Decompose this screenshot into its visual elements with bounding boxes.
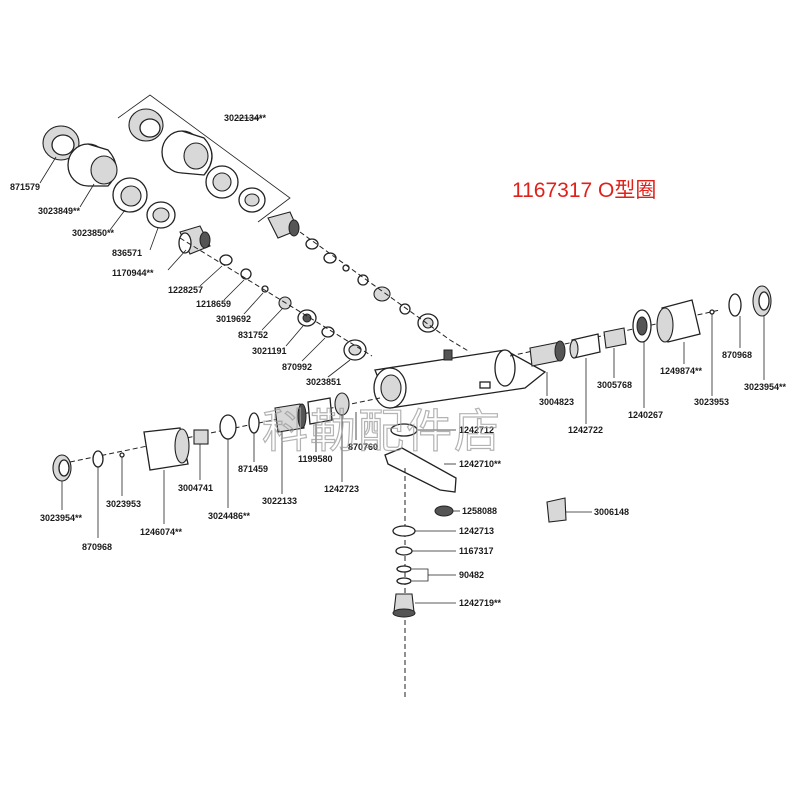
label-3004823: 3004823	[539, 397, 574, 407]
upper-chain-parts	[305, 238, 439, 333]
part-1242710	[384, 447, 457, 493]
part-3022134-ring	[205, 165, 239, 199]
part-1246074	[143, 427, 190, 471]
label-3023953-right: 3023953	[694, 397, 729, 407]
part-1218659	[240, 268, 252, 280]
part-1242713	[392, 525, 416, 537]
part-3023954-left	[52, 454, 72, 482]
label-1242710: 1242710**	[459, 459, 502, 469]
label-871579: 871579	[10, 182, 40, 192]
part-3019692	[261, 285, 269, 293]
part-1199580	[307, 397, 333, 425]
part-3024486	[219, 414, 237, 440]
label-3005768: 3005768	[597, 380, 632, 390]
label-3023849: 3023849**	[38, 206, 81, 216]
part-3023954-right	[752, 285, 772, 317]
part-3023850	[112, 177, 148, 213]
left-assembly	[52, 392, 381, 482]
label-1249874: 1249874**	[660, 366, 703, 376]
part-870992	[321, 326, 335, 338]
label-3023954-right: 3023954**	[744, 382, 787, 392]
part-871459	[248, 412, 260, 434]
part-1242712	[390, 423, 418, 437]
part-3023851	[343, 339, 367, 361]
part-1242722	[569, 333, 601, 359]
part-3004823	[529, 340, 566, 367]
label-3023850: 3023850**	[72, 228, 115, 238]
label-870968-left: 870968	[82, 542, 112, 552]
label-3004741: 3004741	[178, 483, 213, 493]
part-1167317	[395, 546, 413, 556]
label-1170944: 1170944**	[112, 268, 154, 278]
part-3022134-cap	[128, 108, 164, 142]
label-3024486: 3024486**	[208, 511, 251, 521]
label-3019692: 3019692	[216, 314, 251, 324]
part-3023953-left	[119, 452, 125, 458]
label-836571: 836571	[112, 248, 142, 258]
label-1242712: 1242712	[459, 425, 494, 435]
part-3005768	[603, 327, 627, 349]
label-1228257: 1228257	[168, 285, 203, 295]
label-870992: 870992	[282, 362, 312, 372]
part-1170944	[178, 225, 211, 255]
label-1242723: 1242723	[324, 484, 359, 494]
left-upper-axis-line	[179, 237, 373, 357]
label-3023851: 3023851	[306, 377, 341, 387]
label-1240267: 1240267	[628, 410, 663, 420]
label-3006148: 3006148	[594, 507, 629, 517]
part-3022133	[274, 403, 307, 433]
label-3022133: 3022133	[262, 496, 297, 506]
part-3022134-sleeve	[161, 130, 213, 176]
right-assembly	[509, 285, 772, 367]
label-1218659: 1218659	[196, 299, 231, 309]
part-870968-left	[92, 450, 104, 468]
part-1249874	[656, 299, 701, 343]
label-1242722: 1242722	[568, 425, 603, 435]
label-870968-right: 870968	[722, 350, 752, 360]
group-3022134	[117, 94, 300, 239]
upper-axis-line	[299, 231, 471, 353]
part-870968-right	[728, 293, 742, 317]
label-871459: 871459	[238, 464, 268, 474]
label-3023954-left: 3023954**	[40, 513, 83, 523]
diagram-heading: 1167317 O型圈	[512, 179, 656, 202]
label-831752: 831752	[238, 330, 268, 340]
part-1242719	[392, 593, 416, 618]
label-1167317: 1167317	[459, 546, 494, 556]
part-3023953-right	[709, 309, 715, 315]
label-3021191: 3021191	[252, 346, 287, 356]
label-1246074: 1246074**	[140, 527, 183, 537]
part-1240267	[632, 309, 652, 343]
part-1258088	[434, 505, 454, 517]
part-3021191	[297, 309, 317, 327]
label-90482: 90482	[459, 570, 484, 580]
part-3004741	[193, 429, 209, 445]
label-1242719: 1242719**	[459, 598, 502, 608]
part-1228257	[219, 254, 233, 266]
label-1258088: 1258088	[462, 506, 497, 516]
shop-watermark: 科勒配件店	[262, 404, 502, 458]
part-3006148	[546, 497, 567, 523]
leader-lines	[39, 117, 765, 604]
part-836571	[146, 201, 176, 229]
part-3022134-inner	[238, 187, 266, 213]
part-3023849	[67, 143, 118, 187]
mixer-body	[373, 349, 547, 409]
label-1199580: 1199580	[298, 454, 333, 464]
part-3022134-cartridge	[267, 211, 300, 239]
label-3023953-left: 3023953	[106, 499, 141, 509]
label-870760: 870760	[348, 442, 378, 452]
part-90482	[396, 565, 412, 585]
label-1242713: 1242713	[459, 526, 494, 536]
spout-assembly	[384, 423, 457, 700]
label-3022134: 3022134**	[224, 113, 267, 123]
part-labels: 871579 3023849** 3023850** 836571 117094…	[10, 113, 787, 608]
part-871579	[42, 125, 80, 161]
